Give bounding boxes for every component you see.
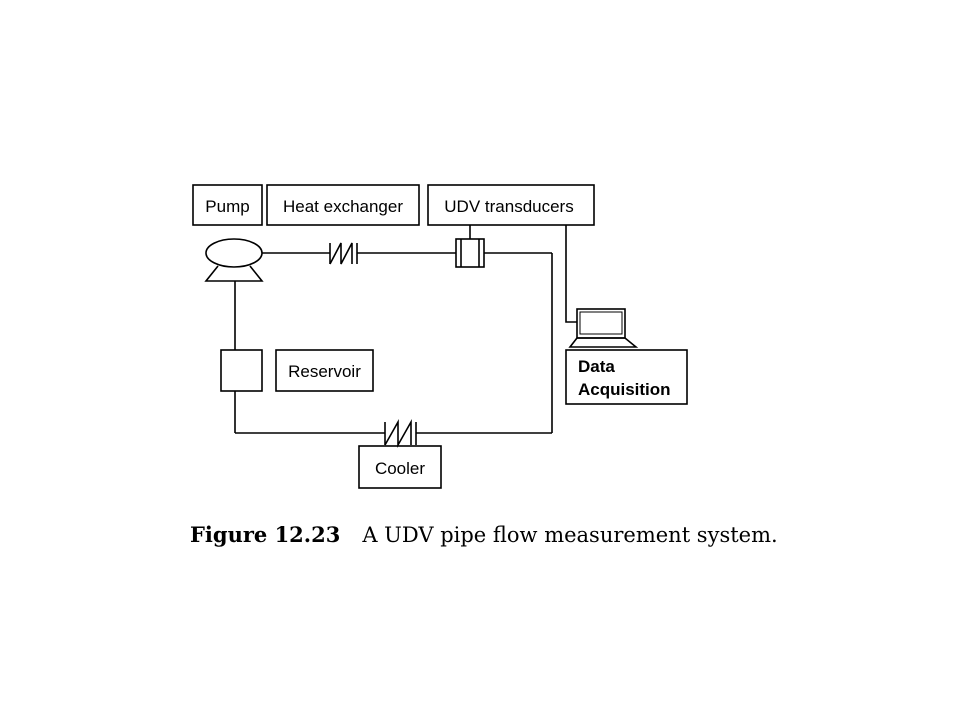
data-acquisition-label-box: Data Acquisition	[565, 349, 688, 405]
laptop-icon	[568, 308, 639, 348]
reservoir-symbol-icon	[220, 349, 263, 392]
cooler-label-box: Cooler	[358, 445, 442, 489]
data-acquisition-label-line1: Data	[578, 357, 615, 376]
data-acquisition-label-line2: Acquisition	[578, 380, 671, 399]
udv-transducer-symbol-icon	[455, 225, 485, 268]
pump-symbol-icon	[204, 238, 264, 282]
cooler-symbol-icon	[384, 418, 417, 449]
heat-exchanger-symbol-icon	[329, 242, 358, 265]
reservoir-label: Reservoir	[288, 362, 361, 381]
heat-exchanger-label: Heat exchanger	[283, 197, 403, 216]
figure-caption: Figure 12.23 A UDV pipe flow measurement …	[190, 522, 778, 547]
udv-transducers-label-box: UDV transducers	[427, 184, 595, 226]
udv-transducers-label: UDV transducers	[444, 197, 573, 216]
heat-exchanger-label-box: Heat exchanger	[266, 184, 420, 226]
pipe-lines	[234, 252, 553, 434]
pump-label: Pump	[205, 197, 249, 216]
figure-number: Figure 12.23	[190, 522, 341, 547]
cooler-label: Cooler	[375, 459, 425, 478]
figure-caption-text: A UDV pipe flow measurement system.	[362, 523, 778, 547]
reservoir-label-box: Reservoir	[275, 349, 374, 392]
pump-label-box: Pump	[192, 184, 263, 226]
signal-line	[565, 225, 577, 323]
